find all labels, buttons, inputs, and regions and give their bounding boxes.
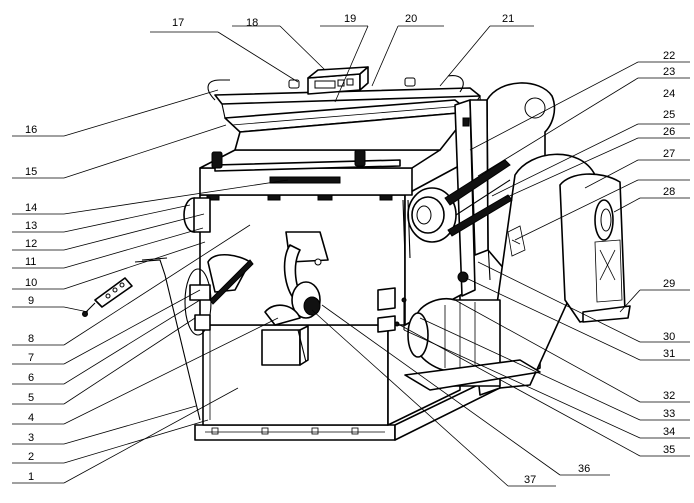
label-36: 36 [578, 463, 590, 475]
part-labels: 1 2 3 4 5 6 7 8 9 10 11 12 13 14 15 16 1… [25, 13, 675, 486]
lever-arm [82, 257, 201, 421]
label-8: 8 [28, 333, 34, 345]
label-7: 7 [28, 352, 34, 364]
label-11: 11 [25, 256, 36, 268]
label-27: 27 [663, 148, 675, 160]
label-17: 17 [172, 17, 184, 29]
label-26: 26 [663, 126, 675, 138]
label-15: 15 [25, 166, 37, 178]
label-13: 13 [25, 220, 37, 232]
side-chain [402, 199, 411, 259]
clutch-assembly [261, 231, 329, 366]
label-9: 9 [28, 295, 34, 307]
motor-base [404, 359, 541, 391]
label-18: 18 [246, 17, 258, 29]
label-21: 21 [502, 13, 514, 25]
label-22: 22 [663, 50, 675, 62]
label-29: 29 [663, 278, 675, 290]
belt-pulley [407, 159, 513, 243]
label-37: 37 [524, 474, 536, 486]
label-4: 4 [28, 412, 34, 424]
label-10: 10 [25, 277, 37, 289]
label-20: 20 [405, 13, 417, 25]
label-6: 6 [28, 372, 34, 384]
label-23: 23 [663, 66, 675, 78]
label-3: 3 [28, 432, 34, 444]
left-bearing [184, 254, 254, 336]
label-12: 12 [25, 238, 37, 250]
label-1: 1 [28, 471, 34, 483]
label-31: 31 [663, 348, 675, 360]
label-33: 33 [663, 408, 675, 420]
label-2: 2 [28, 451, 34, 463]
leader-lines [12, 25, 690, 487]
label-25: 25 [663, 109, 675, 121]
label-24: 24 [663, 88, 675, 100]
label-14: 14 [25, 202, 37, 214]
label-19: 19 [344, 13, 356, 25]
right-bracket [377, 287, 407, 333]
flywheel [559, 173, 631, 323]
label-34: 34 [663, 426, 675, 438]
left-roller [183, 197, 211, 233]
label-16: 16 [25, 124, 37, 136]
label-35: 35 [663, 444, 675, 456]
label-5: 5 [28, 392, 34, 404]
label-28: 28 [663, 186, 675, 198]
label-30: 30 [663, 331, 675, 343]
label-32: 32 [663, 390, 675, 402]
control-box [307, 66, 369, 95]
